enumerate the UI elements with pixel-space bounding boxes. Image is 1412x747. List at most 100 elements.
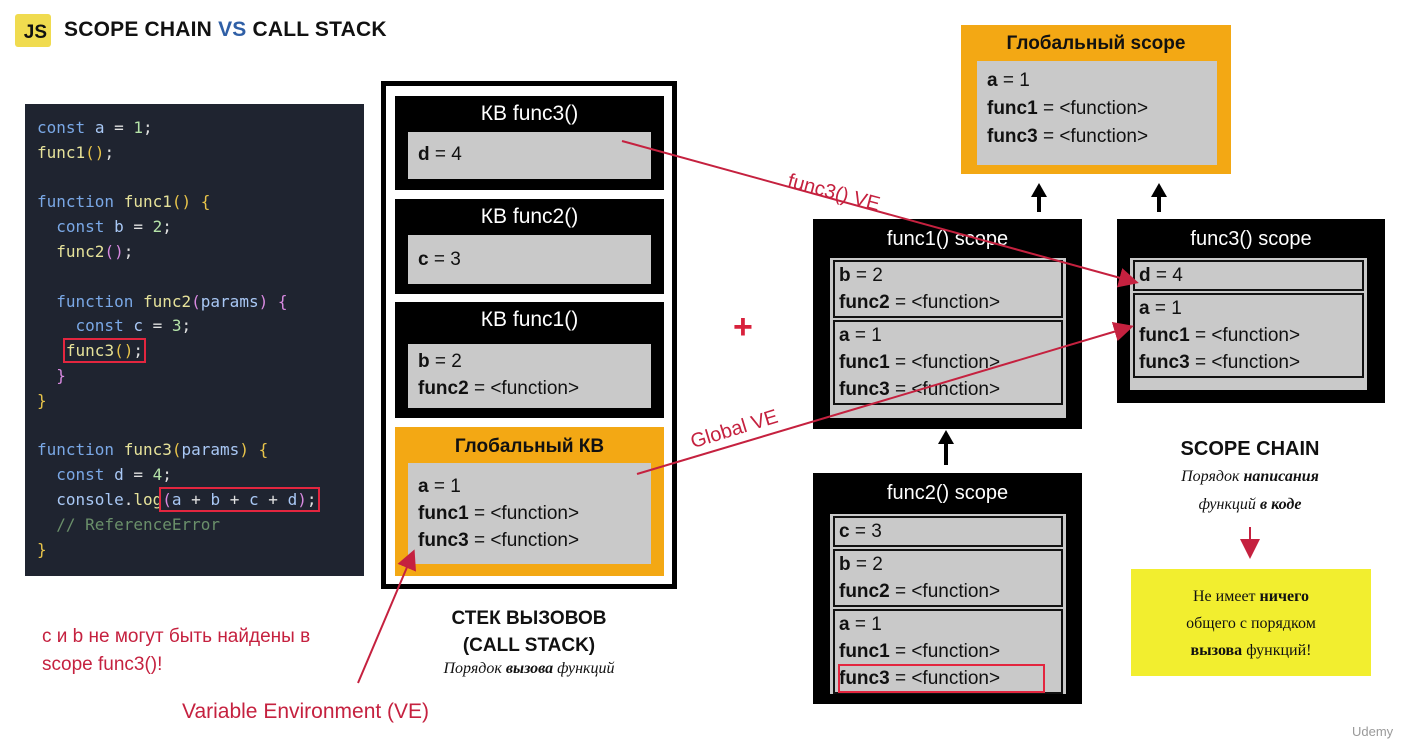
arrow-func3-ve [621, 140, 1139, 288]
arrow-stem [944, 443, 948, 465]
func3-scope-title: func3() scope [1190, 228, 1312, 250]
code-line: const c = 3; [75, 316, 192, 336]
var-value: = 1 [1149, 298, 1182, 319]
var-value: = <function> [889, 379, 1001, 400]
stack-frame-body: c = 3 [408, 235, 651, 284]
var-name: d [1139, 265, 1151, 286]
var-value: = <function> [1037, 126, 1149, 147]
red-note-line2: scope func3()! [42, 654, 163, 675]
var-value: = <function> [1189, 352, 1301, 373]
var-name: b [839, 265, 851, 286]
code-panel: const a = 1; func1(); function func1() {… [25, 104, 364, 576]
var-value: = 1 [849, 325, 882, 346]
red-note: c и b не могут быть найдены в scope func… [42, 623, 310, 679]
scope-chain-title: SCOPE CHAIN [1180, 438, 1320, 460]
stack-frame-body: a = 1 func1 = <function> func3 = <functi… [408, 463, 651, 564]
var-name: func3 [1139, 352, 1190, 373]
var-value: = <function> [889, 352, 1001, 373]
var-value: = <function> [1037, 98, 1149, 119]
var-value: = 2 [850, 554, 883, 575]
scope-chain-subtitle: Порядок написания функций в коде [1145, 463, 1355, 519]
stack-frame-func3: КВ func3() d = 4 [395, 96, 664, 190]
arrow-stem [1157, 196, 1161, 212]
var-name: func1 [1139, 325, 1190, 346]
var-name: a [839, 325, 850, 346]
arrow-global-ve [636, 321, 1134, 475]
func3-call-highlight: func3(); [62, 338, 146, 364]
udemy-watermark: Udemy [1352, 724, 1394, 739]
code-line: function func3(params) { [37, 440, 269, 460]
func1-scope-body: b = 2 func2 = <function> a = 1 func1 = <… [830, 258, 1066, 418]
code-line: } [37, 539, 47, 559]
subtitle-text: функций [1198, 496, 1260, 513]
stack-frame-title: КВ func1() [480, 308, 579, 331]
subcaption-bold: вызова [505, 660, 554, 677]
var-name: d [418, 144, 430, 165]
func1-scope-box: func1() scope b = 2 func2 = <function> a… [813, 219, 1082, 429]
arrow-up-icon [1031, 183, 1047, 197]
code-line: console.log(a + b + c + d); [56, 486, 320, 512]
var-value: = 2 [850, 265, 883, 286]
call-stack-subcaption: Порядок вызова функций [392, 660, 666, 678]
var-name: func1 [987, 98, 1038, 119]
var-name: func2 [418, 378, 469, 399]
title-right: CALL STACK [252, 18, 387, 41]
subtitle-bold: написания [1243, 468, 1319, 485]
func2-scope-box: func2() scope c = 3 b = 2 func2 = <funct… [813, 473, 1082, 704]
console-log-args-highlight: (a + b + c + d); [159, 486, 320, 512]
func1-scope-title: func1() scope [886, 228, 1009, 250]
var-name: b [418, 351, 430, 372]
subcaption-text: Порядок [443, 660, 506, 677]
code-line: const b = 2; [56, 217, 172, 237]
var-value: = <function> [889, 292, 1001, 313]
call-stack-caption-line2: (CALL STACK) [462, 635, 596, 656]
scope-cell: b = 2 func2 = <function> [833, 260, 1063, 318]
var-name: func3 [839, 379, 890, 400]
call-stack-caption: СТЕК ВЫЗОВОВ (CALL STACK) [392, 605, 666, 659]
var-name: func2 [839, 292, 890, 313]
js-logo-text: JS [23, 22, 47, 43]
var-name: func1 [839, 352, 890, 373]
global-scope-body: a = 1 func1 = <function> func3 = <functi… [977, 61, 1217, 165]
note-text: функций! [1242, 642, 1312, 659]
code-line: const d = 4; [56, 465, 172, 485]
var-value: = <function> [468, 378, 580, 399]
var-name: func3 [839, 668, 890, 689]
var-value: = <function> [468, 503, 580, 524]
var-value: = 3 [428, 249, 461, 270]
var-value: = 4 [1150, 265, 1183, 286]
var-name: c [839, 521, 850, 542]
subtitle-text: Порядок [1181, 468, 1244, 485]
note-bold: вызова [1190, 642, 1243, 659]
code-line: function func1() { [37, 192, 211, 212]
scope-cell: d = 4 [1133, 260, 1364, 291]
call-stack-caption-line1: СТЕК ВЫЗОВОВ [451, 608, 607, 629]
var-value: = 4 [429, 144, 462, 165]
code-line: const a = 1; [37, 118, 153, 137]
var-value: = 2 [429, 351, 462, 372]
stack-frame-title: КВ func2() [480, 205, 579, 228]
js-logo: JS [15, 14, 51, 47]
func3-scope-body: d = 4 a = 1 func1 = <function> func3 = <… [1130, 258, 1367, 390]
note-text: общего с порядком [1186, 615, 1316, 632]
var-value: = 1 [997, 70, 1030, 91]
code-line: func1(); [37, 142, 115, 162]
code-line: } [56, 365, 66, 385]
title-left: SCOPE CHAIN [64, 18, 213, 41]
var-name: func1 [418, 503, 469, 524]
arrow-stem [1037, 196, 1041, 212]
title-vs: VS [218, 18, 247, 41]
global-scope-box: Глобальный scope a = 1 func1 = <function… [961, 25, 1231, 174]
code-line: func3(); [37, 338, 364, 364]
global-scope-title: Глобальный scope [1006, 33, 1186, 54]
code-line: // ReferenceError [56, 514, 221, 534]
var-name: a [987, 70, 998, 91]
stack-frame-title: КВ func3() [480, 102, 579, 125]
var-value: = 1 [849, 614, 882, 635]
var-value: = <function> [468, 530, 580, 551]
var-name: a [839, 614, 850, 635]
var-name: func3 [987, 126, 1038, 147]
arrow-variable-environment [357, 549, 416, 684]
